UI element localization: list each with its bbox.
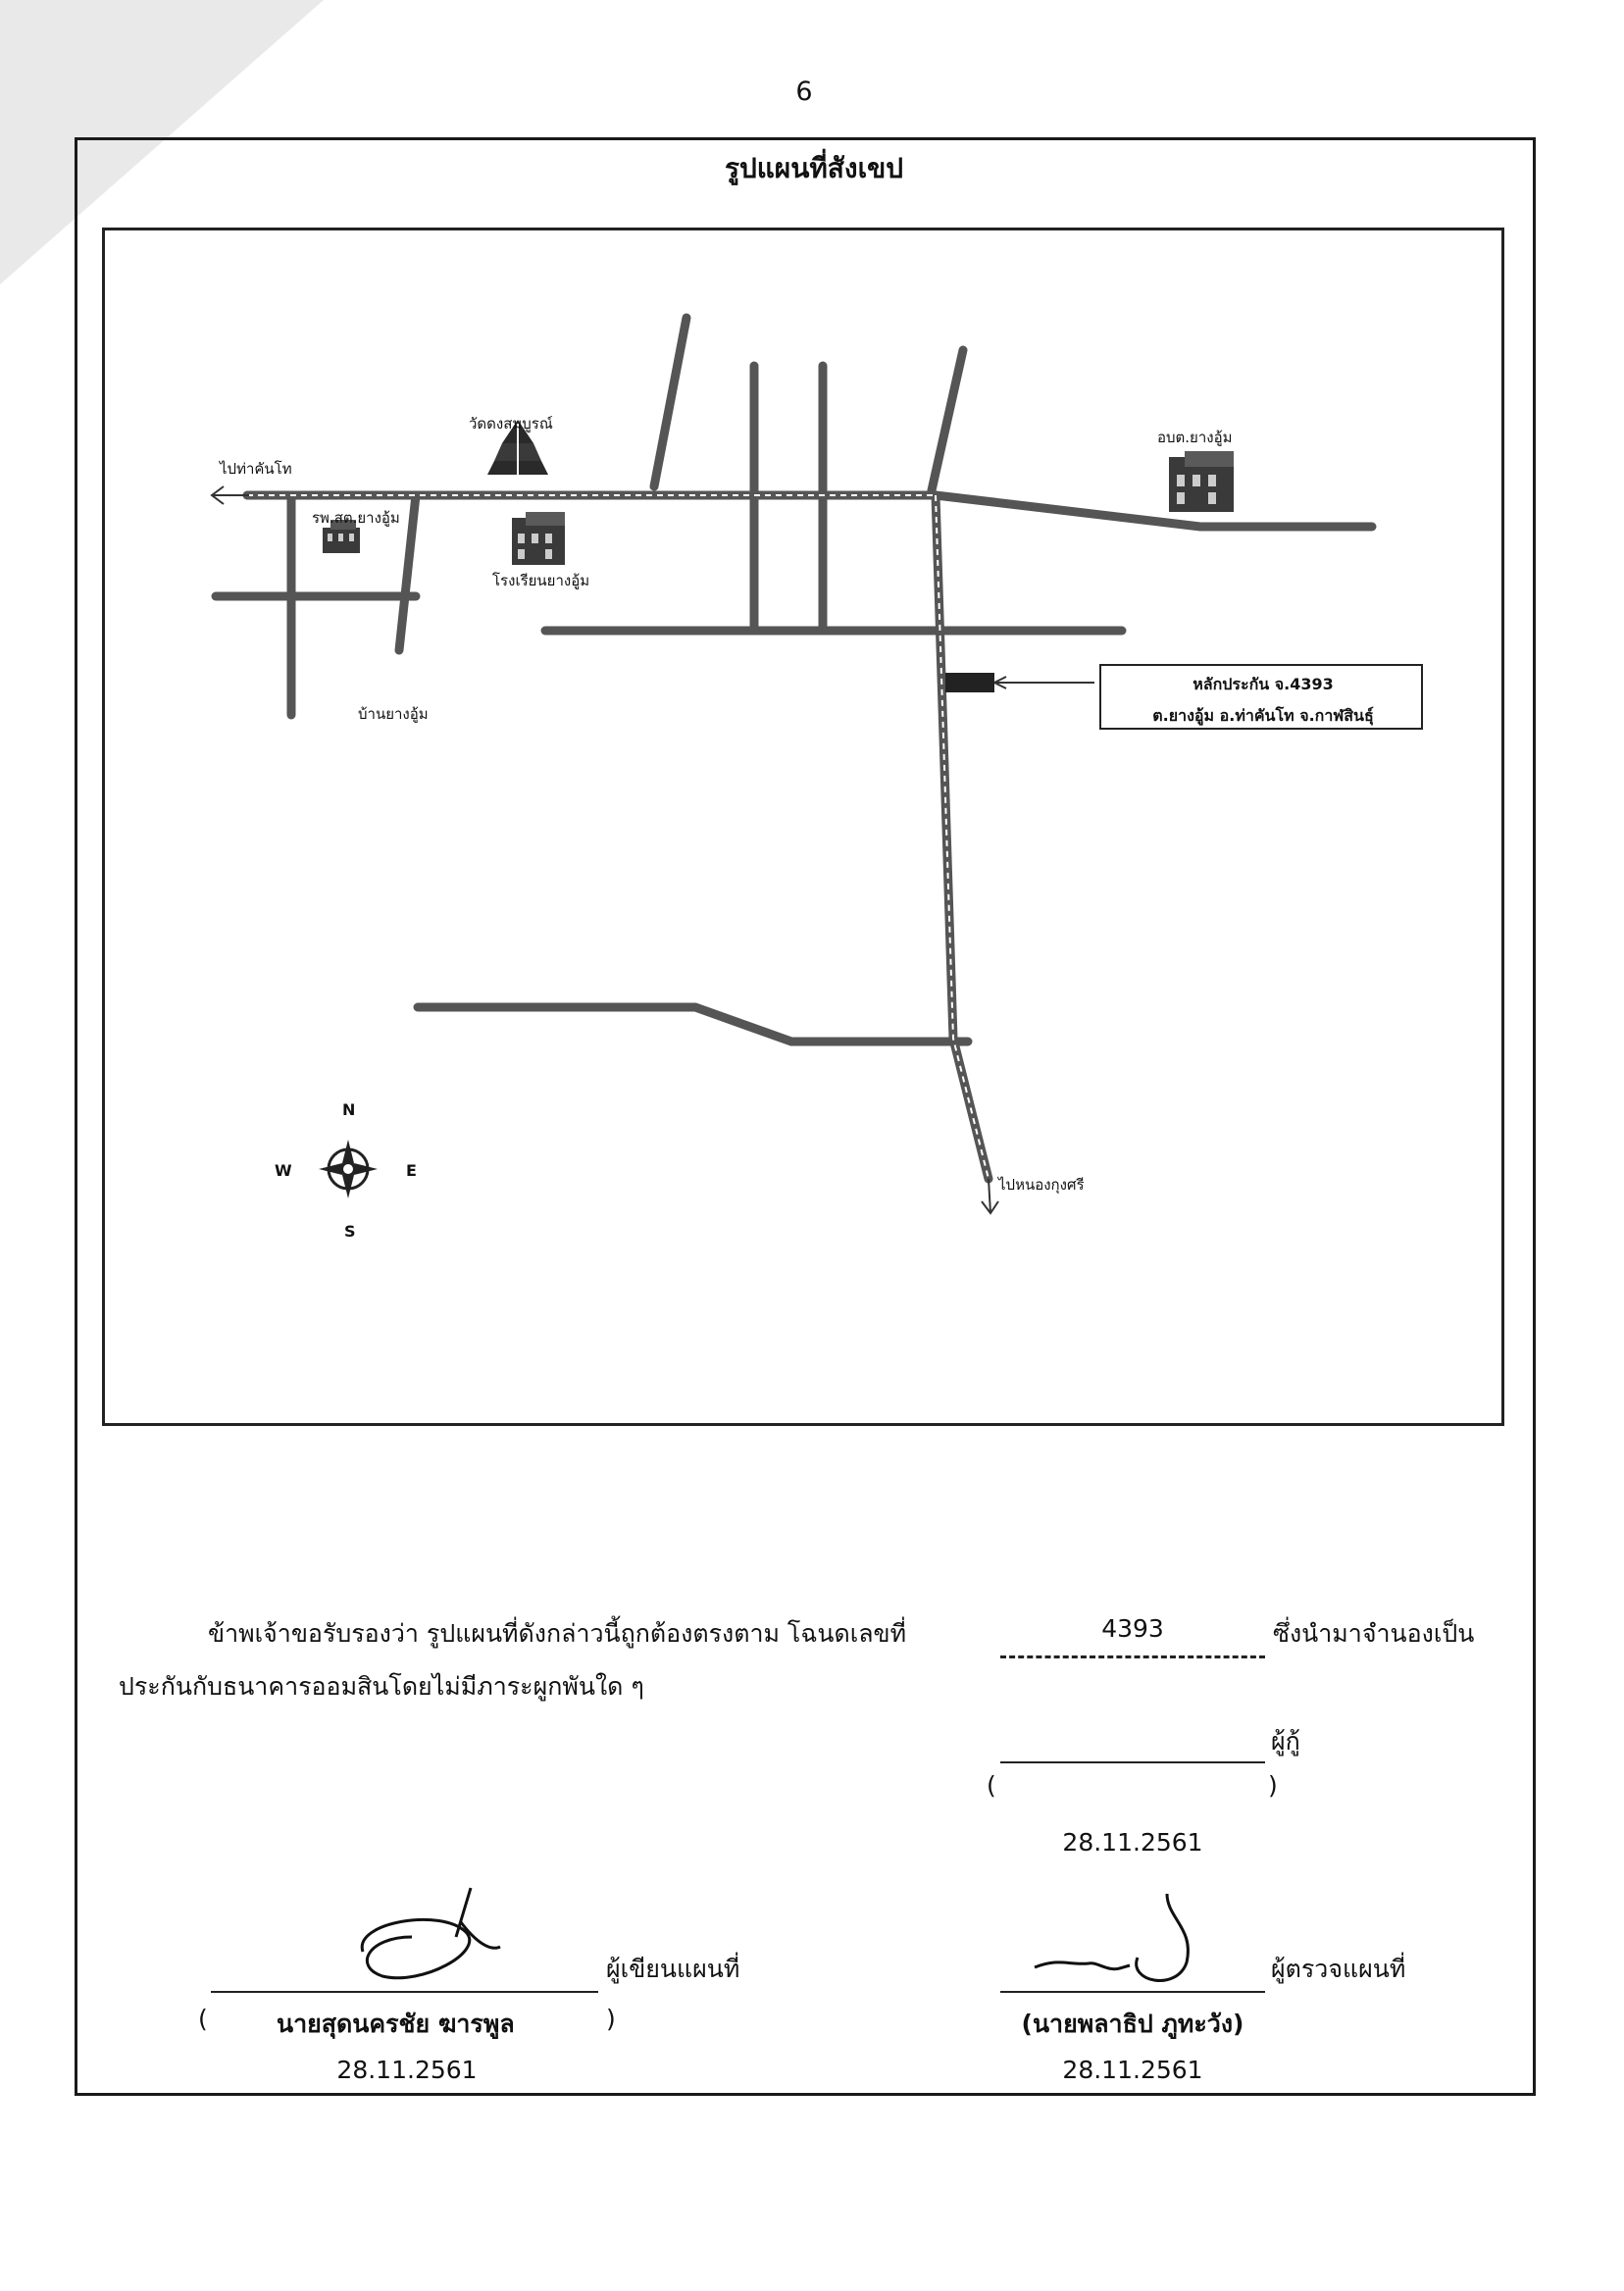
map-writer-signature-line	[211, 1991, 598, 1993]
map-writer-close-paren: )	[606, 2005, 616, 2033]
borrower-signature-line	[1000, 1761, 1265, 1763]
map-writer-role: ผู้เขียนแผนที่	[606, 1955, 740, 1983]
arrow-south-head	[981, 1200, 999, 1215]
collateral-plot-marker	[945, 673, 994, 692]
certification-line1-right: ซึ่งนำมาจำนองเป็น	[1273, 1619, 1475, 1648]
document-frame	[75, 137, 1536, 2096]
label-wat-dongsomboon: วัดดงสมบูรณ์	[469, 415, 553, 433]
collateral-label-line1: หลักประกัน จ.4393	[1193, 675, 1334, 693]
compass-e-label: E	[406, 1161, 417, 1180]
main-road-east	[931, 490, 1377, 532]
label-village: บ้านยางอู้ม	[358, 705, 429, 723]
collateral-label-line2: ต.ยางอู้ม อ.ท่าคันโท จ.กาฬสินธุ์	[1152, 706, 1374, 725]
map-inspector-role: ผู้ตรวจแผนที่	[1271, 1955, 1406, 1983]
compass-rose-icon	[319, 1140, 378, 1198]
school-building-icon	[512, 512, 565, 565]
borrower-role: ผู้กู้	[1271, 1727, 1300, 1756]
map-frame	[102, 228, 1504, 1426]
borrower-open-paren: (	[987, 1771, 996, 1800]
deed-number: 4393	[1101, 1614, 1164, 1643]
borrower-date: 28.11.2561	[1062, 1828, 1203, 1857]
road-north-diagonal	[649, 313, 691, 491]
map-inspector-signature-line	[1000, 1991, 1265, 1993]
map-writer-signature	[360, 1887, 501, 1980]
compass-w-label: W	[275, 1161, 292, 1180]
page-corner-fold	[0, 0, 324, 284]
compass-s-label: S	[344, 1222, 356, 1241]
deed-number-dotted-line	[1000, 1655, 1265, 1658]
temple-icon	[487, 420, 548, 475]
road-southwest	[413, 1002, 973, 1046]
label-to-thakhanto: ไปท่าคันโท	[220, 460, 292, 478]
page-title: รูปแผนที่สังเขป	[724, 152, 904, 184]
compass-n-label: N	[342, 1100, 356, 1119]
certification-line1-left: ข้าพเจ้าขอรับรองว่า รูปแผนที่ดังกล่าวนี้…	[208, 1619, 907, 1648]
label-to-nongkungsri: ไปหนองกุงศรี	[998, 1176, 1085, 1194]
label-hospital: รพ.สต.ยางอู้ม	[312, 509, 400, 527]
borrower-close-paren: )	[1268, 1771, 1278, 1800]
map-writer-open-paren: (	[198, 2005, 208, 2033]
sketch-map	[210, 313, 1423, 1215]
certification-line2: ประกันกับธนาคารออมสินโดยไม่มีภาระผูกพันใ…	[119, 1672, 644, 1701]
hospital-building-icon	[323, 520, 360, 553]
arrow-west-head	[210, 485, 225, 505]
map-writer-name: นายสุดนครชัย ฆารพูล	[277, 2010, 515, 2038]
road-north-3	[927, 345, 968, 495]
road-south	[931, 490, 993, 1184]
map-writer-date: 28.11.2561	[336, 2056, 478, 2084]
map-inspector-date: 28.11.2561	[1062, 2056, 1203, 2084]
page-number: 6	[795, 76, 813, 107]
map-inspector-signature	[1034, 1893, 1190, 1982]
arrow-south-line	[988, 1178, 991, 1214]
label-sao: อบต.ยางอู้ม	[1157, 429, 1233, 446]
label-school: โรงเรียนยางอู้ม	[492, 572, 590, 589]
collateral-label-box	[1099, 664, 1423, 730]
sao-building-icon	[1169, 451, 1234, 512]
map-inspector-name: (นายพลาธิป ภูทะวัง)	[1021, 2010, 1244, 2038]
road-village-east	[394, 490, 421, 655]
